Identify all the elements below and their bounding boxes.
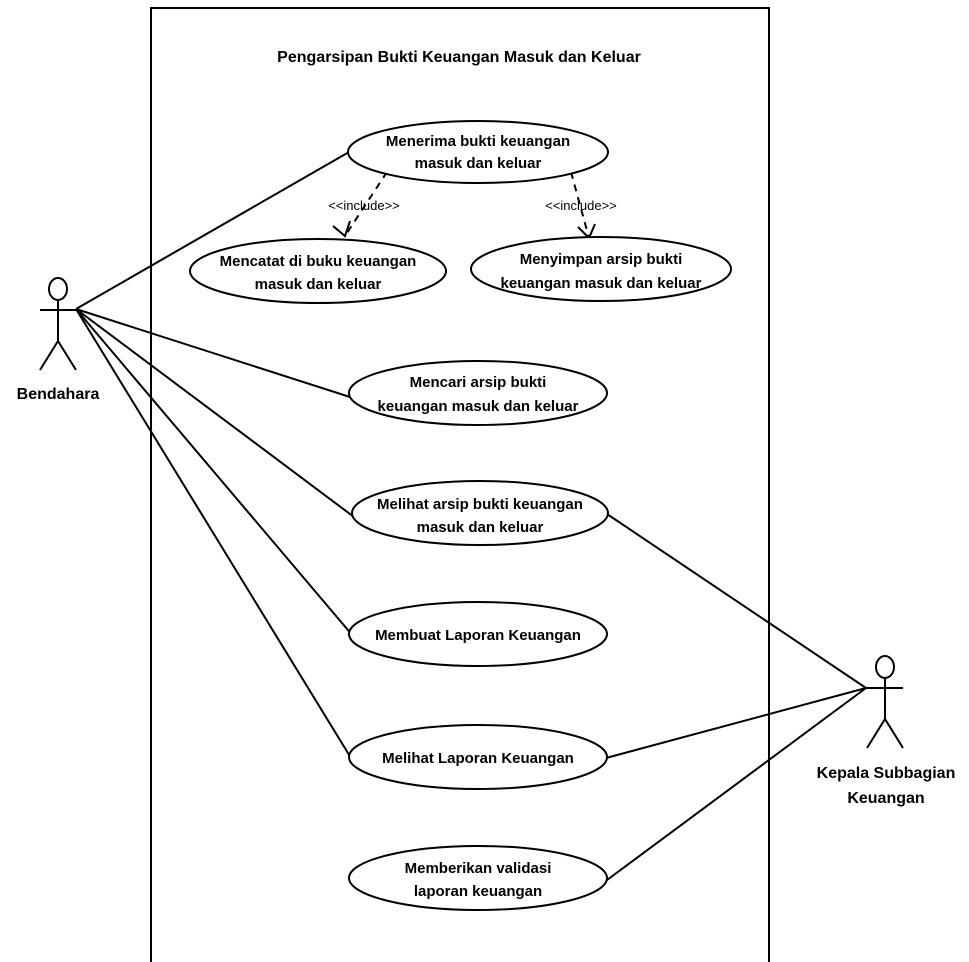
system-title: Pengarsipan Bukti Keuangan Masuk dan Kel… (277, 49, 641, 66)
actor-kepala-right-leg (884, 718, 904, 749)
assoc-kepala-melihat-laporan (605, 687, 867, 759)
assoc-kepala-melihat-arsip (606, 513, 867, 689)
actor-bendahara-label: Bendahara (17, 386, 100, 403)
assoc-bendahara-membuat-laporan (75, 308, 354, 637)
usecase-membuat-laporan[interactable]: Membuat Laporan Keuangan (348, 601, 608, 667)
actor-bendahara[interactable]: Bendahara (17, 277, 100, 403)
assoc-bendahara-melihat-arsip (75, 308, 355, 518)
include-left: <<include>> (328, 171, 400, 238)
usecase-menerima-shape[interactable] (347, 120, 609, 184)
usecase-menyimpan[interactable]: Menyimpan arsip bukti keuangan masuk dan… (470, 236, 732, 302)
include-right: <<include>> (545, 171, 617, 240)
usecase-melihat-laporan-shape[interactable] (348, 724, 608, 790)
usecase-mencari-line1: Mencari arsip bukti (410, 374, 547, 391)
include-left-label: <<include>> (328, 198, 400, 213)
usecase-menyimpan-line2: keuangan masuk dan keluar (501, 275, 702, 292)
actor-bendahara-right-leg (57, 340, 77, 371)
assoc-kepala-validasi (606, 687, 867, 881)
assoc-bendahara-menerima (75, 151, 350, 310)
actor-kepala-head (875, 655, 895, 679)
usecase-validasi-line2: laporan keuangan (414, 883, 542, 900)
usecase-mencari-line2: keuangan masuk dan keluar (378, 398, 579, 415)
usecase-melihat-laporan[interactable]: Melihat Laporan Keuangan (348, 724, 608, 790)
actor-kepala-left-leg (866, 718, 886, 749)
usecase-mencari[interactable]: Mencari arsip bukti keuangan masuk dan k… (348, 360, 608, 426)
include-right-label: <<include>> (545, 198, 617, 213)
actor-bendahara-left-leg (39, 340, 59, 371)
actor-bendahara-head (48, 277, 68, 301)
usecase-mencatat-line2: masuk dan keluar (255, 276, 382, 293)
include-left-arrowhead (332, 220, 351, 238)
usecase-mencari-shape[interactable] (348, 360, 608, 426)
usecase-membuat-laporan-line1: Membuat Laporan Keuangan (375, 627, 581, 644)
usecase-membuat-laporan-shape[interactable] (348, 601, 608, 667)
actor-kepala-label-line1: Kepala Subbagian (817, 765, 956, 782)
actor-kepala-subbagian[interactable]: Kepala Subbagian Keuangan (817, 655, 956, 807)
usecase-melihat-arsip-line1: Melihat arsip bukti keuangan (377, 496, 583, 513)
usecase-menerima-line1: Menerima bukti keuangan (386, 133, 570, 150)
usecase-menyimpan-shape[interactable] (470, 236, 732, 302)
usecase-mencatat-shape[interactable] (189, 238, 447, 304)
usecase-mencatat-line1: Mencatat di buku keuangan (220, 253, 417, 270)
usecase-mencatat[interactable]: Mencatat di buku keuangan masuk dan kelu… (189, 238, 447, 304)
bendahara-associations (75, 151, 355, 759)
kepala-associations (605, 513, 867, 881)
usecase-menyimpan-line1: Menyimpan arsip bukti (520, 251, 683, 268)
usecase-validasi-line1: Memberikan validasi (405, 860, 552, 877)
usecase-melihat-arsip[interactable]: Melihat arsip bukti keuangan masuk dan k… (351, 480, 609, 546)
usecase-validasi[interactable]: Memberikan validasi laporan keuangan (348, 845, 608, 911)
usecase-melihat-laporan-line1: Melihat Laporan Keuangan (382, 750, 574, 767)
usecase-menerima[interactable]: Menerima bukti keuangan masuk dan keluar (347, 120, 609, 184)
usecase-melihat-arsip-shape[interactable] (351, 480, 609, 546)
system-boundary (150, 7, 770, 962)
assoc-bendahara-melihat-laporan (75, 308, 352, 759)
usecase-melihat-arsip-line2: masuk dan keluar (417, 519, 544, 536)
usecase-menerima-line2: masuk dan keluar (415, 155, 542, 172)
assoc-bendahara-mencari (75, 308, 351, 398)
usecase-validasi-shape[interactable] (348, 845, 608, 911)
include-right-line (570, 171, 590, 239)
actor-kepala-label-line2: Keuangan (847, 790, 924, 807)
